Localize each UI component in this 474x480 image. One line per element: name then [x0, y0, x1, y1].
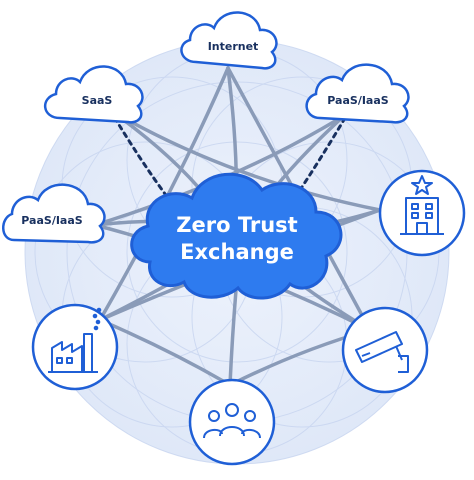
- security-camera-icon: [355, 331, 409, 373]
- cloud-internet[interactable]: Internet: [180, 11, 278, 70]
- cloud-internet-label: Internet: [208, 40, 259, 53]
- cloud-paas-left[interactable]: PaaS/IaaS: [2, 183, 106, 244]
- cloud-paas-right-label: PaaS/IaaS: [327, 94, 388, 107]
- node-factory[interactable]: [31, 303, 119, 391]
- line-mesh-5: [98, 66, 230, 322]
- hub-title-line1: Zero Trust: [176, 213, 297, 237]
- node-security-camera[interactable]: [341, 306, 429, 394]
- cloud-paas-right[interactable]: PaaS/IaaS: [305, 63, 410, 124]
- node-branch-office[interactable]: [378, 169, 466, 257]
- line-mesh-7: [98, 318, 232, 387]
- users-group-icon: [203, 403, 261, 439]
- factory-icon: [48, 307, 102, 373]
- hub-title-line2: Exchange: [180, 240, 294, 264]
- line-users: [228, 288, 238, 387]
- node-users[interactable]: [188, 378, 276, 466]
- cloud-saas-label: SaaS: [82, 94, 113, 107]
- cloud-paas-left-label: PaaS/IaaS: [21, 214, 82, 227]
- cloud-saas[interactable]: SaaS: [44, 65, 144, 124]
- zero-trust-exchange-hub[interactable]: Zero Trust Exchange: [130, 172, 343, 300]
- office-building-icon: [400, 175, 444, 235]
